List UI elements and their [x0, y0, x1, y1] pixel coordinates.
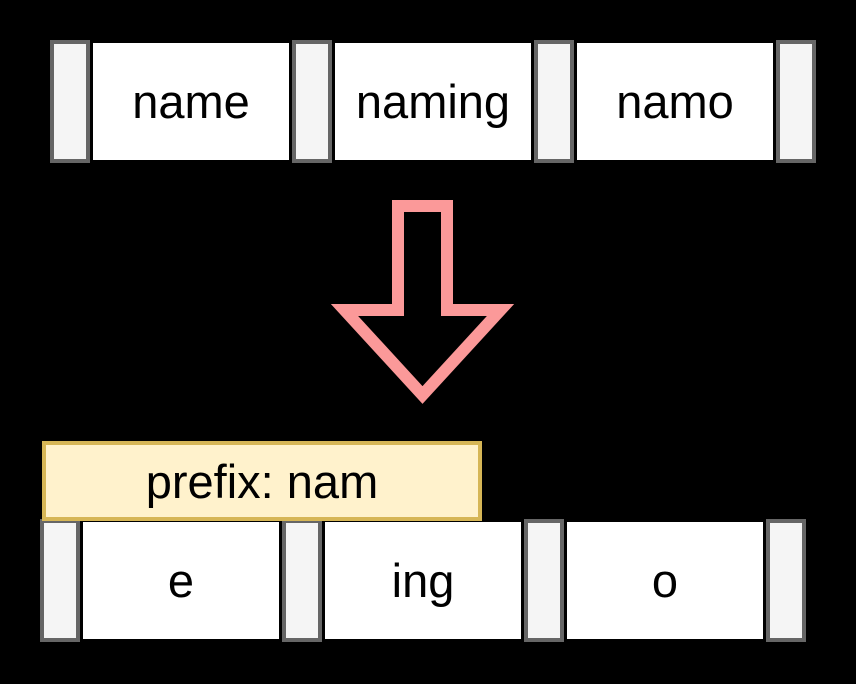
prefix-label: prefix: nam	[145, 454, 379, 508]
word-cell-namo: namo	[577, 43, 773, 160]
word-cell-name: name	[93, 43, 289, 160]
word-cell-naming: naming	[335, 43, 531, 160]
bottom-word-row: e ing o	[40, 519, 806, 642]
suffix-cell-e: e	[83, 522, 279, 639]
suffix-cell-o: o	[567, 522, 763, 639]
down-arrow-icon	[330, 200, 515, 404]
suffix-cell-ing: ing	[325, 522, 521, 639]
prefix-box: prefix: nam	[42, 441, 482, 521]
word-separator	[282, 519, 322, 642]
word-separator	[292, 40, 332, 163]
word-separator	[766, 519, 806, 642]
top-word-row: name naming namo	[50, 40, 816, 163]
word-separator	[40, 519, 80, 642]
word-separator	[524, 519, 564, 642]
word-separator	[50, 40, 90, 163]
word-separator	[534, 40, 574, 163]
word-separator	[776, 40, 816, 163]
